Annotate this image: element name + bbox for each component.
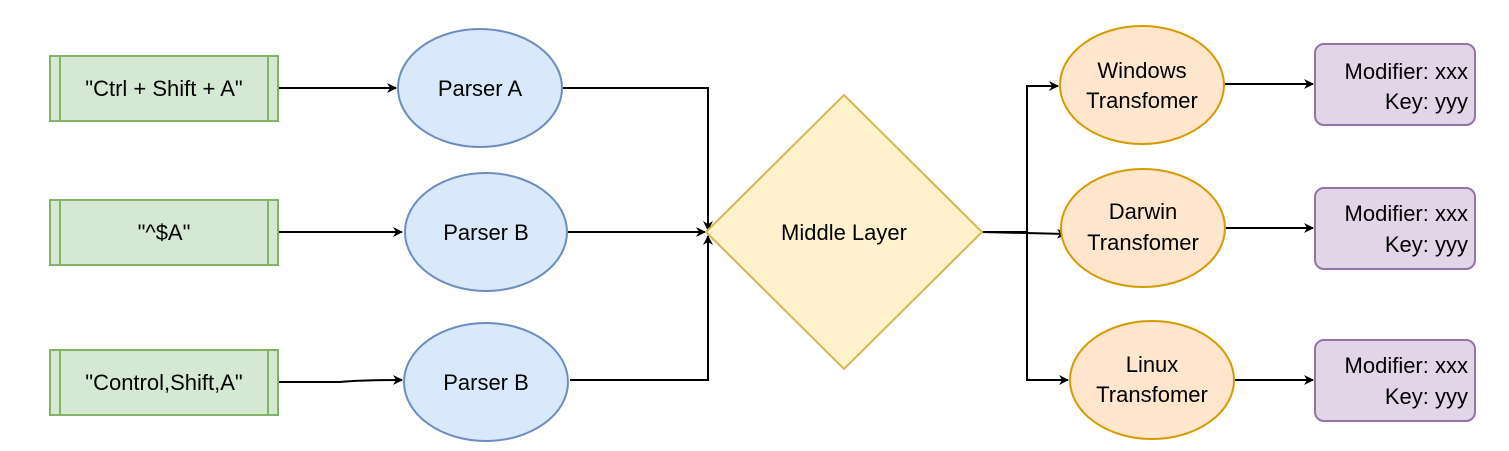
input-box-2-label: "^$A"	[138, 220, 191, 245]
transformer-windows-shape	[1059, 25, 1225, 145]
parser-node-2: Parser B	[404, 172, 568, 292]
transformer-darwin-shape	[1060, 168, 1226, 288]
output-windows-key: Key: yyy	[1385, 89, 1468, 114]
input-box-2-frame	[49, 199, 279, 266]
parser-node-1: Parser A	[397, 28, 563, 148]
parser-node-3-label: Parser B	[443, 370, 529, 395]
input-box-1: "Ctrl + Shift + A"	[49, 55, 279, 122]
transformer-node-darwin: Darwin Transfomer	[1060, 168, 1226, 288]
parser-node-2-label: Parser B	[443, 220, 529, 245]
middle-layer-node: Middle Layer	[704, 93, 984, 371]
output-darwin-modifier: Modifier: xxx	[1345, 201, 1468, 226]
input-box-3-frame	[49, 349, 279, 416]
output-linux-key: Key: yyy	[1385, 384, 1468, 409]
edge-middle-to-darwin	[981, 228, 1067, 239]
edge-parser-a-to-middle	[563, 87, 713, 231]
transformer-windows-label-line1: Windows	[1097, 58, 1186, 83]
parser-node-1-shape	[397, 28, 563, 148]
parser-node-3-shape	[403, 322, 569, 442]
output-box-darwin: Modifier: xxx Key: yyy	[1314, 187, 1476, 270]
output-box-windows-shape	[1314, 43, 1476, 126]
middle-layer-shape	[704, 93, 984, 371]
transformer-linux-label-line1: Linux	[1126, 352, 1179, 377]
edge-parser-b2-to-middle	[570, 235, 713, 381]
input-box-1-label: "Ctrl + Shift + A"	[85, 76, 242, 101]
transformer-darwin-label-line1: Darwin	[1109, 199, 1177, 224]
transformer-darwin-label-line2: Transfomer	[1087, 230, 1199, 255]
transformer-windows-label-line2: Transfomer	[1086, 88, 1198, 113]
parser-node-2-shape	[404, 172, 568, 292]
middle-layer-label: Middle Layer	[781, 220, 907, 245]
output-box-linux-shape	[1314, 339, 1476, 422]
output-darwin-key: Key: yyy	[1385, 232, 1468, 257]
transformer-node-linux: Linux Transfomer	[1069, 320, 1235, 440]
transformer-linux-label-line2: Transfomer	[1096, 382, 1208, 407]
input-box-2: "^$A"	[49, 199, 279, 266]
edge-middle-to-linux	[1026, 232, 1069, 385]
parser-node-1-label: Parser A	[438, 76, 523, 101]
edges	[278, 79, 1314, 386]
parser-node-3: Parser B	[403, 322, 569, 442]
output-box-linux: Modifier: xxx Key: yyy	[1314, 339, 1476, 422]
input-box-3-label: "Control,Shift,A"	[85, 370, 242, 395]
output-windows-modifier: Modifier: xxx	[1345, 59, 1468, 84]
edge-input-3-to-parser-b	[278, 375, 403, 386]
output-linux-modifier: Modifier: xxx	[1345, 353, 1468, 378]
output-box-windows: Modifier: xxx Key: yyy	[1314, 43, 1476, 126]
transformer-node-windows: Windows Transfomer	[1059, 25, 1225, 145]
edge-middle-to-windows	[982, 81, 1059, 233]
input-box-3: "Control,Shift,A"	[49, 349, 279, 416]
input-box-1-frame	[49, 55, 279, 122]
transformer-linux-shape	[1069, 320, 1235, 440]
output-box-darwin-shape	[1314, 187, 1476, 270]
